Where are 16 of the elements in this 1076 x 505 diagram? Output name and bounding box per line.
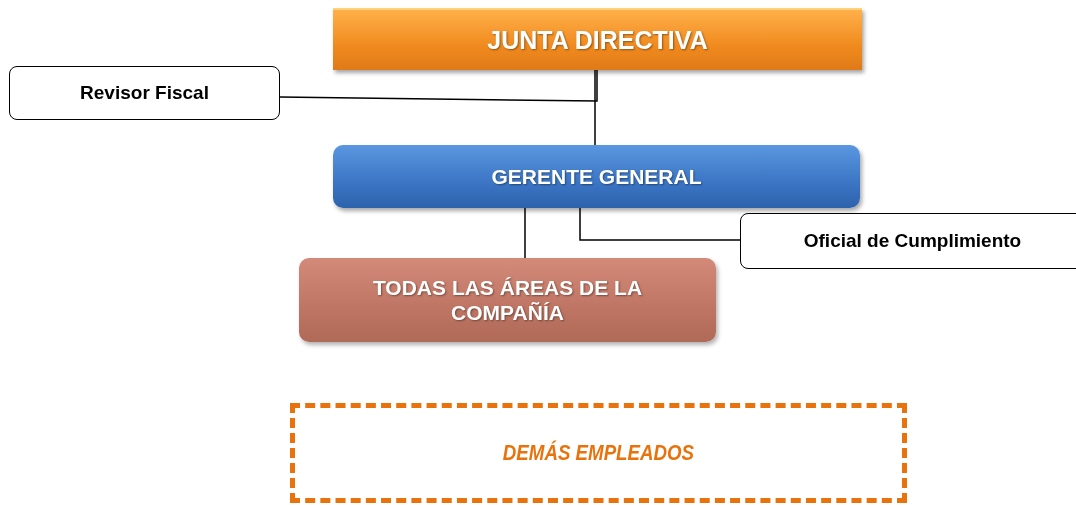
node-label: DEMÁS EMPLEADOS (502, 439, 695, 467)
node-label: Oficial de Cumplimiento (803, 229, 1022, 253)
node-label: GERENTE GENERAL (491, 163, 702, 190)
connector-line (579, 207, 741, 241)
org-box (740, 213, 1076, 269)
connector-line (279, 69, 598, 102)
org-box (333, 8, 862, 70)
org-box (9, 66, 280, 120)
node-label: JUNTA DIRECTIVA (487, 25, 708, 55)
node-label: Revisor Fiscal (80, 81, 209, 105)
org-box (333, 145, 860, 208)
org-box (299, 258, 716, 342)
connector-line (524, 207, 526, 259)
dashed-box (290, 403, 907, 503)
connector-line (594, 69, 596, 146)
node-label: TODAS LAS ÁREAS DE LA COMPAÑÍA (371, 274, 644, 326)
